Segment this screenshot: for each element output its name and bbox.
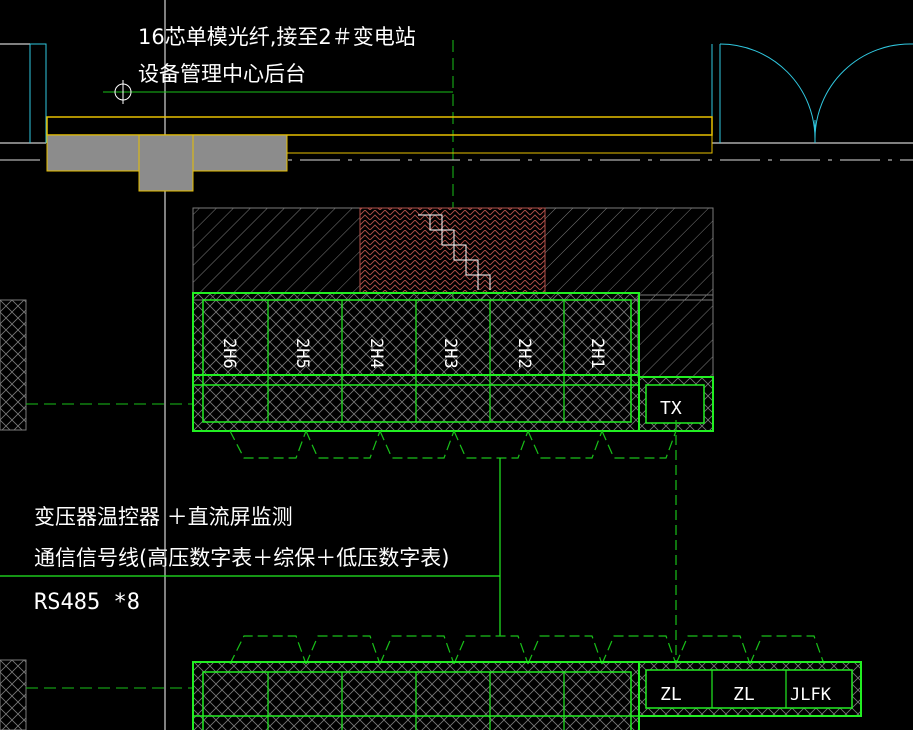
cable-tray <box>46 116 713 136</box>
tx-label: TX <box>660 398 682 419</box>
top-note-line-1: 16芯单模光纤,接至2＃变电站 <box>138 25 416 49</box>
left-wall-lower <box>0 659 27 730</box>
trench-hatch-right <box>637 294 714 378</box>
lower-cabinet-row <box>192 661 640 730</box>
cabinet-label-2H1: 2H1 <box>587 338 607 369</box>
door-right <box>711 43 913 143</box>
cabinet-label-2H2: 2H2 <box>514 338 534 369</box>
door-left <box>29 43 47 143</box>
cabinet-label-2H6: 2H6 <box>219 338 239 369</box>
bottom-note-line-1: 变压器温控器 ＋直流屏监测 <box>34 505 293 529</box>
top-note: 16芯单模光纤,接至2＃变电站 设备管理中心后台 <box>138 25 416 86</box>
cabinet-label-2H3: 2H3 <box>440 338 460 369</box>
bottom-note-line-3: RS485 *8 <box>34 590 140 615</box>
left-wall-upper <box>0 299 27 431</box>
zl-label-1: ZL <box>660 684 682 705</box>
cabinet-label-2H4: 2H4 <box>366 338 386 369</box>
upper-cabinet-labels: 2H6 2H5 2H4 2H3 2H2 2H1 <box>219 338 607 369</box>
upper-cable-connectors <box>229 420 677 668</box>
bottom-note: 变压器温控器 ＋直流屏监测 通信信号线(高压数字表＋综保＋低压数字表) RS48… <box>34 505 449 615</box>
lower-cable-connectors <box>229 635 825 665</box>
zl-label-2: ZL <box>733 684 755 705</box>
upper-cabinet-row <box>192 292 640 432</box>
lower-side-cabinets: ZL ZL JLFK <box>638 661 862 717</box>
brick-wall-fill <box>360 208 545 293</box>
bottom-note-line-2: 通信信号线(高压数字表＋综保＋低压数字表) <box>34 546 449 570</box>
cabinet-label-2H5: 2H5 <box>292 338 312 369</box>
slab-block <box>46 134 288 192</box>
jlfk-label: JLFK <box>790 685 832 705</box>
top-note-line-2: 设备管理中心后台 <box>138 62 306 86</box>
stair-steps <box>418 214 491 290</box>
